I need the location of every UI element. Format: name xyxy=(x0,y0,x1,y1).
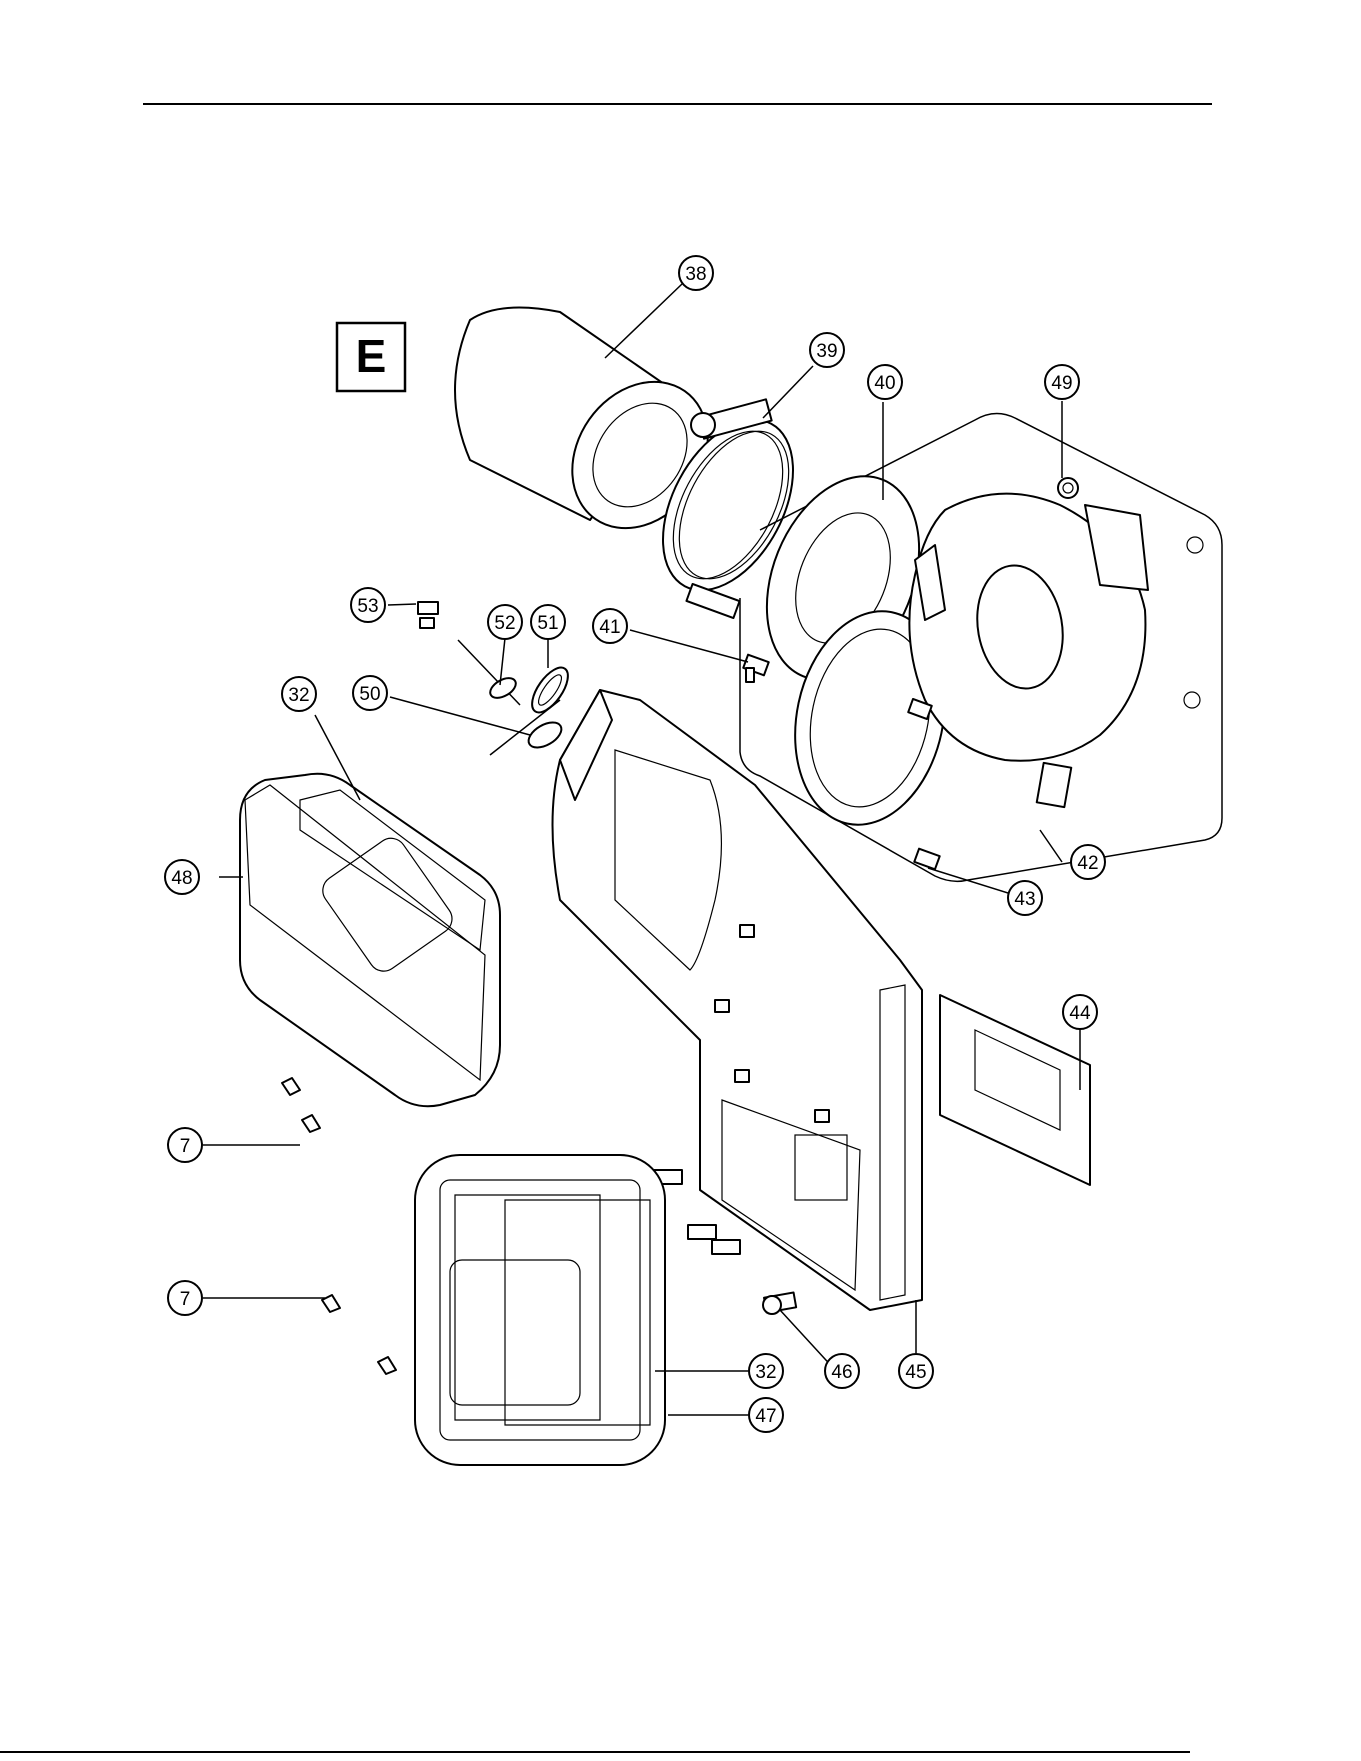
screws-part-53 xyxy=(418,602,438,628)
svg-text:44: 44 xyxy=(1069,1003,1091,1024)
svg-text:42: 42 xyxy=(1077,853,1098,874)
callout-7-upper: 7 xyxy=(168,1128,202,1162)
callout-46: 46 xyxy=(825,1354,859,1388)
callout-40: 40 xyxy=(868,365,902,399)
filter-frame-part-48 xyxy=(240,774,500,1107)
callout-39: 39 xyxy=(810,333,844,367)
bolt-part-46 xyxy=(763,1293,796,1314)
svg-text:40: 40 xyxy=(874,373,895,394)
svg-text:52: 52 xyxy=(494,613,515,634)
section-letter: E xyxy=(356,330,387,382)
screw-part-41 xyxy=(743,655,768,682)
svg-text:51: 51 xyxy=(537,613,558,634)
callout-32-upper: 32 xyxy=(282,677,316,711)
nut-part-49 xyxy=(1058,478,1078,498)
svg-text:43: 43 xyxy=(1014,889,1035,910)
callout-38: 38 xyxy=(679,256,713,290)
wing-nuts-part-7 xyxy=(282,1078,396,1374)
filter-frame-part-47 xyxy=(415,1155,665,1465)
callout-44: 44 xyxy=(1063,995,1097,1029)
gasket-part-51 xyxy=(525,662,574,718)
callout-42: 42 xyxy=(1071,845,1105,879)
svg-text:38: 38 xyxy=(685,264,706,285)
callout-52: 52 xyxy=(488,605,522,639)
callout-49: 49 xyxy=(1045,365,1079,399)
callout-48: 48 xyxy=(165,860,199,894)
callout-53: 53 xyxy=(351,588,385,622)
svg-text:47: 47 xyxy=(755,1406,776,1427)
svg-text:39: 39 xyxy=(816,341,837,362)
callout-50: 50 xyxy=(353,676,387,710)
svg-text:32: 32 xyxy=(755,1362,776,1383)
callout-43: 43 xyxy=(1008,881,1042,915)
svg-text:46: 46 xyxy=(831,1362,852,1383)
callout-7-lower: 7 xyxy=(168,1281,202,1315)
callout-47: 47 xyxy=(749,1398,783,1432)
probe-part-52 xyxy=(458,640,520,705)
callout-41: 41 xyxy=(593,609,627,643)
svg-text:7: 7 xyxy=(180,1136,191,1157)
svg-text:50: 50 xyxy=(359,684,380,705)
svg-text:7: 7 xyxy=(180,1289,191,1310)
svg-text:41: 41 xyxy=(599,617,620,638)
callout-51: 51 xyxy=(531,605,565,639)
callout-32-lower: 32 xyxy=(749,1354,783,1388)
svg-text:48: 48 xyxy=(171,868,192,889)
callout-45: 45 xyxy=(899,1354,933,1388)
svg-text:45: 45 xyxy=(905,1362,926,1383)
blower-housing xyxy=(909,494,1203,807)
svg-text:49: 49 xyxy=(1051,373,1072,394)
section-letter-box: E xyxy=(337,323,405,391)
svg-text:53: 53 xyxy=(357,596,378,617)
svg-text:32: 32 xyxy=(288,685,309,706)
